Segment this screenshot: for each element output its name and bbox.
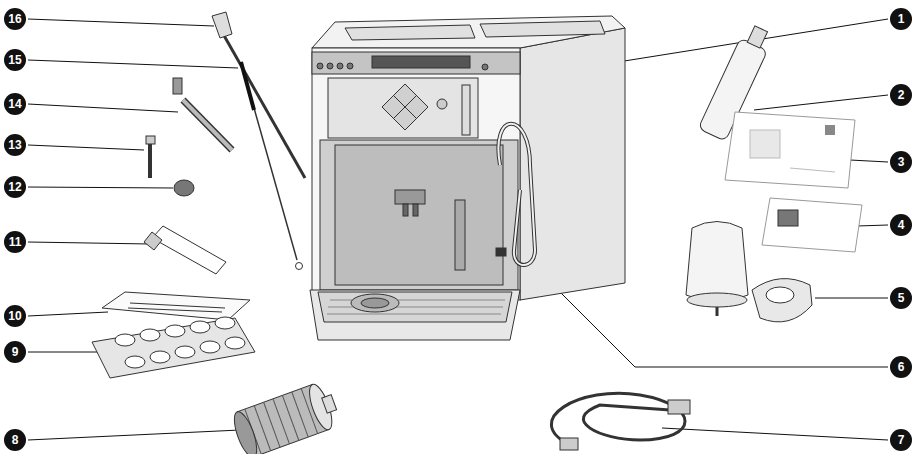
- stick: [212, 12, 305, 178]
- cleaning-tablets: [92, 317, 255, 378]
- tube-part: [173, 78, 232, 150]
- pin: [146, 136, 155, 178]
- callout-number: 6: [890, 356, 912, 378]
- callout-number: 15: [4, 49, 26, 71]
- callout-number: 14: [4, 93, 26, 115]
- callout-number: 1: [890, 8, 912, 30]
- callout-number: 9: [4, 341, 26, 363]
- callout-number: 3: [890, 151, 912, 173]
- callout-number: 5: [890, 287, 912, 309]
- coffee-machine: [310, 16, 625, 340]
- callout-number: 12: [4, 176, 26, 198]
- instruction-card: [725, 112, 855, 188]
- grinder-knob: [230, 380, 342, 454]
- callout-number: 13: [4, 134, 26, 156]
- callout-number: 7: [890, 429, 912, 451]
- callout-number: 4: [890, 214, 912, 236]
- grease-tube: [144, 226, 226, 274]
- power-cord: [551, 393, 690, 450]
- brush: [241, 62, 303, 270]
- cap: [174, 180, 194, 196]
- test-strip-box: [102, 292, 250, 320]
- callout-number: 10: [4, 305, 26, 327]
- callout-number: 16: [4, 8, 26, 30]
- water-filter: [686, 222, 812, 322]
- leader-lines: [28, 19, 888, 440]
- callout-number: 8: [4, 429, 26, 451]
- test-strip: [762, 198, 862, 252]
- callout-number: 11: [4, 231, 26, 253]
- callout-number: 2: [890, 84, 912, 106]
